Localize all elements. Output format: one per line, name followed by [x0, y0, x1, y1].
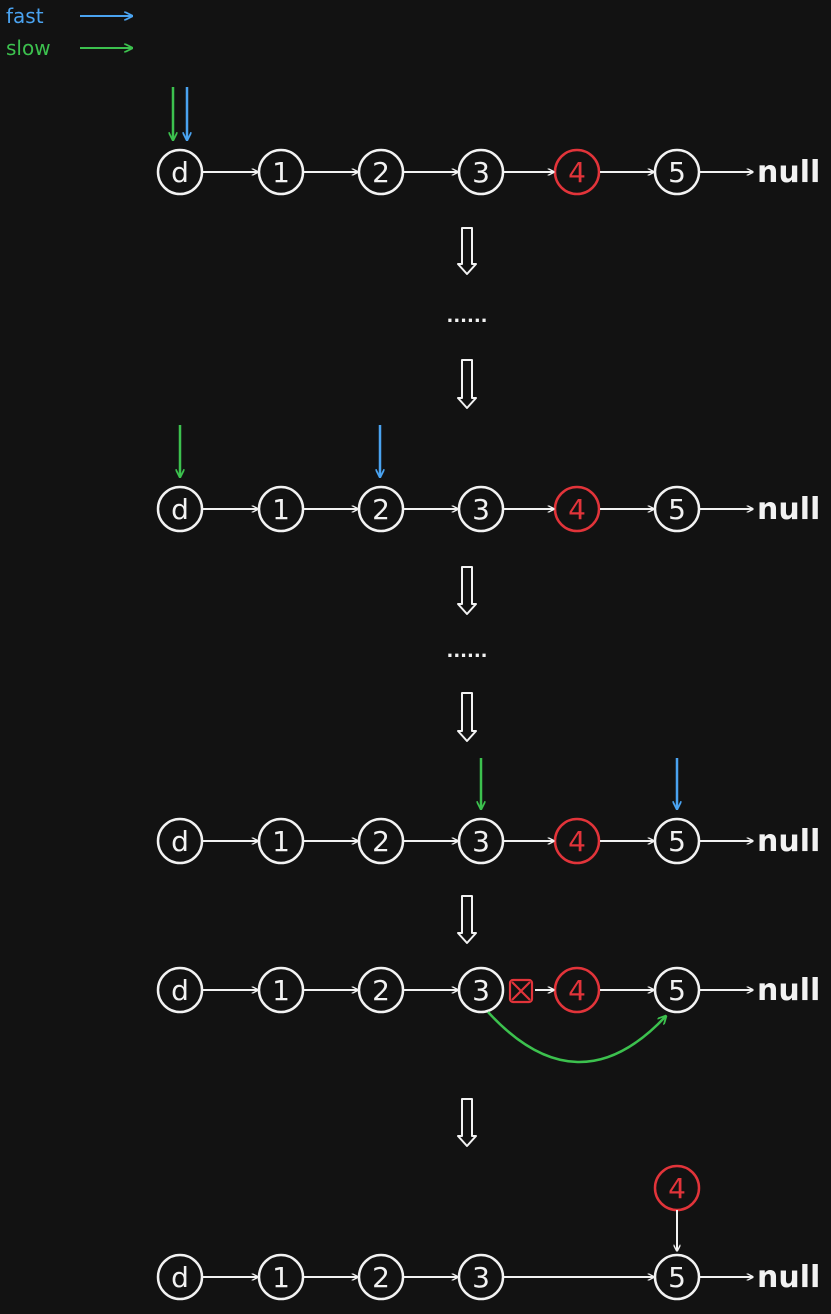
transition-arrow-icon: [457, 895, 477, 944]
legend-fast-label: fast: [6, 4, 44, 28]
list-node-label: 3: [472, 1261, 490, 1294]
legend: fast slow: [6, 4, 132, 60]
list-node-1: 1: [257, 148, 305, 196]
list-node-5: 5: [653, 817, 701, 865]
list-node-2: 2: [357, 148, 405, 196]
list-node-3: 3: [457, 817, 505, 865]
transition-arrow-icon: [457, 692, 477, 742]
list-node-label: 2: [372, 974, 390, 1007]
null-label: null: [757, 973, 820, 1008]
list-node-1: 1: [257, 485, 305, 533]
ellipsis-1: ......: [446, 306, 487, 327]
list-node-label: d: [171, 493, 189, 526]
list-node-label: 2: [372, 825, 390, 858]
list-node-2: 2: [357, 817, 405, 865]
list-node-label: 2: [372, 156, 390, 189]
list-node-3: 3: [457, 1253, 505, 1301]
list-node-label: d: [171, 1261, 189, 1294]
list-node-label: 4: [568, 825, 586, 858]
list-node-4: 4: [553, 485, 601, 533]
list-node-label: 2: [372, 493, 390, 526]
list-node-d: d: [156, 817, 204, 865]
list-node-3: 3: [457, 148, 505, 196]
list-node-4: 4: [553, 966, 601, 1014]
list-node-d: d: [156, 148, 204, 196]
list-node-label: 1: [272, 1261, 290, 1294]
list-node-label: 3: [472, 493, 490, 526]
list-node-label: 3: [472, 156, 490, 189]
list-node-label: 1: [272, 156, 290, 189]
list-node-1: 1: [257, 1253, 305, 1301]
null-label: null: [757, 1260, 820, 1295]
list-node-5: 5: [653, 1253, 701, 1301]
null-label: null: [757, 492, 820, 527]
ellipsis-2: ......: [446, 641, 487, 662]
list-row-fast-at-end: d 1 2 3 4 5 null: [156, 817, 820, 865]
transition-arrow-icon: [457, 359, 477, 409]
null-label: null: [757, 155, 820, 190]
transition-arrow-icon: [457, 227, 477, 275]
null-label: null: [757, 824, 820, 859]
transition-arrow-icon: [457, 1098, 477, 1147]
list-node-d: d: [156, 485, 204, 533]
list-node-4: 4: [553, 817, 601, 865]
list-node-label: 1: [272, 493, 290, 526]
list-node-label: 4: [568, 493, 586, 526]
list-node-d: d: [156, 966, 204, 1014]
pointer-arrows: [173, 87, 677, 809]
transition-arrows: [457, 227, 477, 1147]
unlink-markers: [487, 978, 666, 1064]
list-node-label: 1: [272, 974, 290, 1007]
transition-arrow-icon: [457, 566, 477, 615]
list-node-2: 2: [357, 485, 405, 533]
list-node-5: 5: [653, 485, 701, 533]
list-node-3: 3: [457, 485, 505, 533]
cut-mark-icon: [508, 978, 534, 1004]
list-node-label: 1: [272, 825, 290, 858]
list-node-label: 4: [568, 974, 586, 1007]
list-node-label: 5: [668, 493, 686, 526]
list-node-label: 2: [372, 1261, 390, 1294]
list-node-label: 5: [668, 156, 686, 189]
list-node-label: d: [171, 974, 189, 1007]
list-node-2: 2: [357, 966, 405, 1014]
list-node-5: 5: [653, 966, 701, 1014]
list-node-2: 2: [357, 1253, 405, 1301]
list-node-label: 3: [472, 825, 490, 858]
list-node-3: 3: [457, 966, 505, 1014]
list-node-label: d: [171, 825, 189, 858]
list-node-1: 1: [257, 966, 305, 1014]
list-row-result: d 1 2 3 5 null: [156, 1253, 820, 1301]
list-row-unlink: d 1 2 3 4 5 null: [156, 966, 820, 1014]
list-node-4: 4: [553, 148, 601, 196]
list-node-label: 4: [568, 156, 586, 189]
list-node-label: 5: [668, 974, 686, 1007]
list-node-5: 5: [653, 148, 701, 196]
list-node-label: 3: [472, 974, 490, 1007]
list-node-label: 5: [668, 825, 686, 858]
list-node-label: 5: [668, 1261, 686, 1294]
legend-slow-label: slow: [6, 36, 51, 60]
list-node-d: d: [156, 1253, 204, 1301]
list-row-initial: d 1 2 3 4 5 null: [156, 148, 820, 196]
list-node-1: 1: [257, 817, 305, 865]
removed-node: 4: [653, 1164, 701, 1251]
list-node-label: d: [171, 156, 189, 189]
list-row-fast-advanced: d 1 2 3 4 5 null: [156, 485, 820, 533]
relink-arrow: [487, 1011, 666, 1064]
removed-node-label: 4: [668, 1172, 686, 1205]
